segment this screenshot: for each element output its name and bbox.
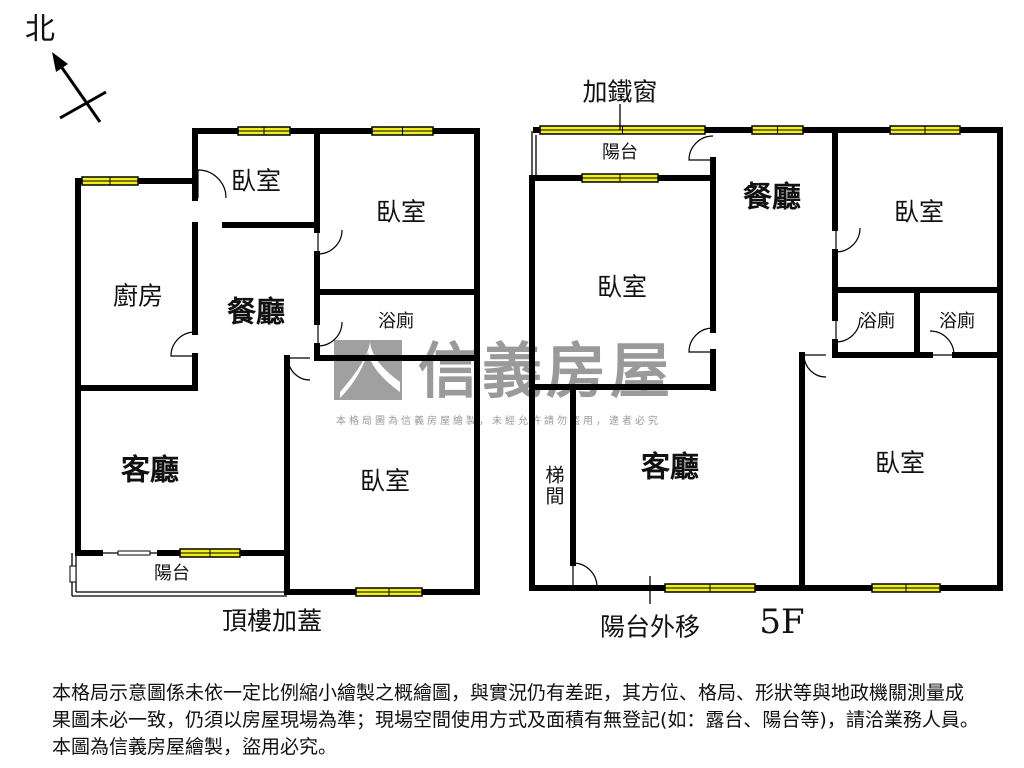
room-bathroom: 浴廁 [939,311,975,332]
watermark-notice: 本格局圖為信義房屋繪製，未經允許請勿盜用，違者必究 [336,416,661,427]
door-swing [835,227,861,253]
watermark-brand: 信義房屋 [418,337,674,407]
room-dining: 餐廳 [742,179,802,214]
disclaimer-text: 本格局示意圖係未依一定比例縮小繪製之概繪圖，與實況仍有差距，其方位、格局、形狀等… [52,682,979,758]
north-arrow-crossbar [59,90,107,120]
room-living: 客廳 [640,449,700,484]
door-swing [803,354,827,378]
room-bathroom: 浴廁 [859,311,895,332]
room-bedroom: 臥室 [893,197,945,227]
door-swing [287,357,311,381]
annotation-balcony-moved: 陽台外移 [599,612,701,642]
door-swing [317,321,343,347]
door-swing [688,135,714,161]
annotation-iron-window: 加鐵窗 [582,77,658,107]
room-stairwell: 梯間 [542,465,565,507]
floor-label: 5F [759,602,805,642]
room-dining: 餐廳 [226,294,286,329]
room-kitchen: 廚房 [112,281,164,311]
watermark-logo-mark [340,342,400,398]
plan-caption: 頂樓加蓋 [221,606,323,636]
room-bedroom: 臥室 [874,448,926,478]
room-bedroom: 臥室 [596,272,648,302]
door-swing [170,331,196,357]
room-bedroom: 臥室 [230,166,282,196]
north-arrow-shaft [56,61,102,123]
room-bedroom: 臥室 [359,466,411,496]
door-swing [688,327,714,353]
door-swing [835,317,861,343]
room-balcony: 陽台 [602,142,638,163]
door-swing [929,330,955,356]
room-bathroom: 浴廁 [378,311,414,332]
sliding-door [117,550,151,556]
north-arrow-head-icon [52,52,68,72]
door-swing [317,229,343,255]
door-swing [197,169,227,199]
room-living: 客廳 [120,452,180,487]
room-bedroom: 臥室 [375,197,427,227]
door-swing [572,562,598,588]
north-label: 北 [25,12,55,47]
room-balcony: 陽台 [154,563,190,584]
side-door [69,565,77,583]
